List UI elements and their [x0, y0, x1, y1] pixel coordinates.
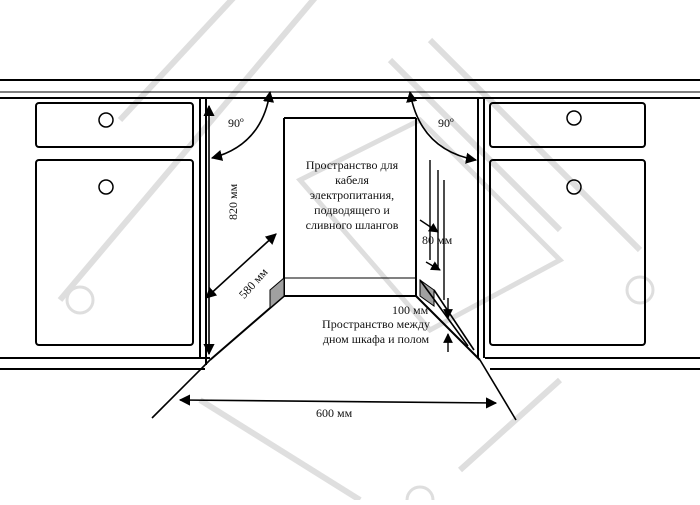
angle-label-left: 90º — [228, 116, 244, 130]
dimension-580 — [205, 233, 277, 299]
angle-label-right: 90º — [438, 116, 454, 130]
watermark-logo — [57, 0, 655, 505]
floor-space-label: Пространство между дном шкафа и полом — [312, 317, 440, 347]
floor-space-line-1: Пространство между — [322, 317, 430, 331]
left-drawer-knob-icon — [98, 112, 114, 195]
cable-space-line-1: Пространство для — [305, 158, 399, 172]
cable-space-label: Пространство для кабеля электропитания, … — [292, 158, 412, 233]
gap-80-label: 80 мм — [422, 233, 453, 247]
cable-space-line-5: сливного шлангов — [305, 218, 399, 232]
height-label: 820 мм — [226, 183, 240, 220]
gap-100-label: 100 мм — [392, 303, 429, 317]
countertop — [0, 79, 700, 99]
dimension-80 — [419, 219, 441, 271]
right-drawer-knob-icon — [566, 110, 582, 195]
floor-space-line-2: дном шкафа и полом — [322, 332, 430, 346]
dimension-600 — [178, 394, 498, 409]
plinth — [0, 357, 700, 370]
angle-arrows-right — [406, 90, 478, 164]
angle-arrows-left — [210, 90, 275, 161]
width-label: 600 мм — [316, 406, 353, 420]
right-cabinet — [477, 98, 646, 358]
hatch-blocks — [269, 276, 435, 310]
cable-space-line-2: кабеля — [335, 173, 369, 187]
cable-space-line-4: подводящего и — [314, 203, 390, 217]
cable-channel — [429, 160, 445, 300]
cable-space-line-3: электропитания, — [309, 188, 395, 202]
